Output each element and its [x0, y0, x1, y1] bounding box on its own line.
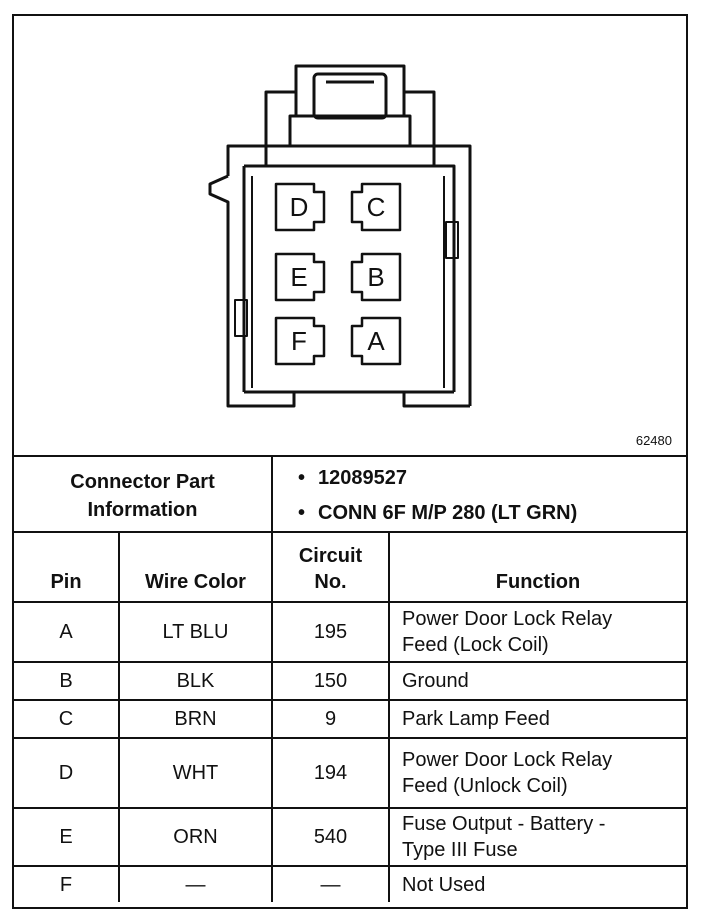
wire-color-cell: ORN [118, 807, 273, 867]
table-row: B BLK 150 Ground [14, 661, 686, 701]
function-line2: Feed (Unlock Coil) [402, 775, 568, 797]
function-line1: Fuse Output - Battery - [402, 813, 606, 835]
header-circuit-line2: No. [314, 571, 347, 593]
connector-body [208, 144, 472, 408]
wire-color-cell: — [118, 865, 273, 902]
pin-cell: E [14, 807, 120, 867]
header-circuit-no: Circuit No. [271, 531, 390, 603]
pinout-table: Pin Wire Color Circuit No. Function A LT… [14, 531, 686, 902]
function-line2: Type III Fuse [402, 839, 518, 861]
function-cell: Power Door Lock Relay Feed (Lock Coil) [388, 601, 686, 663]
circuit-cell: 540 [271, 807, 390, 867]
function-cell: Ground [388, 661, 686, 701]
function-line1: Power Door Lock Relay [402, 749, 613, 771]
pin-cell: B [14, 661, 120, 701]
cavity-label-d: D [290, 192, 309, 222]
function-cell: Park Lamp Feed [388, 699, 686, 739]
table-row: D WHT 194 Power Door Lock Relay Feed (Un… [14, 737, 686, 809]
circuit-cell: — [271, 865, 390, 902]
connector-info-label-line2: Information [87, 499, 198, 521]
function-line2: Feed (Lock Coil) [402, 634, 549, 656]
table-row: E ORN 540 Fuse Output - Battery - Type I… [14, 807, 686, 867]
connector-diagram: D C E B F A 62480 [14, 16, 686, 455]
header-wire-color: Wire Color [118, 531, 273, 603]
wire-color-cell: BLK [118, 661, 273, 701]
table-row: A LT BLU 195 Power Door Lock Relay Feed … [14, 601, 686, 663]
table-row: C BRN 9 Park Lamp Feed [14, 699, 686, 739]
circuit-cell: 150 [271, 661, 390, 701]
connector-info-label: Connector Part Information [14, 455, 273, 535]
pin-cell: F [14, 865, 120, 902]
table-row: F — — Not Used [14, 865, 686, 902]
header-circuit-line1: Circuit [298, 545, 363, 567]
connector-info-label-line1: Connector Part [70, 471, 215, 493]
locking-tab [264, 64, 436, 148]
cavity-label-f: F [291, 326, 307, 356]
connector-part-info: Connector Part Information 12089527 CONN… [14, 455, 686, 535]
cavity-label-b: B [367, 262, 384, 292]
circuit-cell: 194 [271, 737, 390, 809]
circuit-cell: 9 [271, 699, 390, 739]
function-cell: Not Used [388, 865, 686, 902]
figure-number: 62480 [635, 433, 672, 448]
connector-sheet: D C E B F A 62480 Connector Part Informa… [12, 14, 688, 909]
function-line1: Power Door Lock Relay [402, 608, 613, 630]
circuit-cell: 195 [271, 601, 390, 663]
part-number: 12089527 [298, 461, 685, 496]
connector-info-items: 12089527 CONN 6F M/P 280 (LT GRN) [272, 455, 686, 535]
cavity-outlines [274, 182, 402, 366]
cavity-label-a: A [367, 326, 385, 356]
pin-cell: C [14, 699, 120, 739]
connector-description: CONN 6F M/P 280 (LT GRN) [298, 496, 685, 531]
wire-color-cell: LT BLU [118, 601, 273, 663]
wire-color-cell: WHT [118, 737, 273, 809]
header-function: Function [388, 531, 686, 603]
pin-cell: D [14, 737, 120, 809]
function-cell: Fuse Output - Battery - Type III Fuse [388, 807, 686, 867]
pin-cell: A [14, 601, 120, 663]
connector-face-drawing: D C E B F A [208, 64, 472, 408]
cavity-label-c: C [367, 192, 386, 222]
wire-color-cell: BRN [118, 699, 273, 739]
function-cell: Power Door Lock Relay Feed (Unlock Coil) [388, 737, 686, 809]
pinout-header-row: Pin Wire Color Circuit No. Function [14, 531, 686, 603]
cavity-label-e: E [290, 262, 307, 292]
header-pin: Pin [14, 531, 120, 603]
